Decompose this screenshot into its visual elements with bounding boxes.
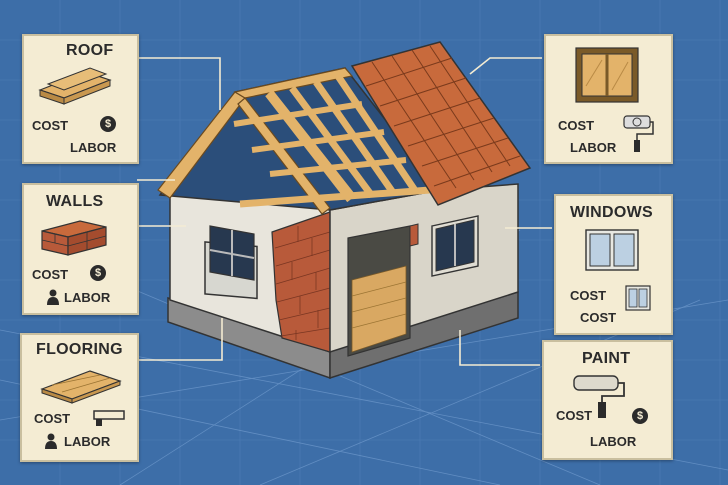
dollar-icon: $ — [632, 408, 648, 424]
walls-labor-label: LABOR — [64, 290, 111, 305]
walls-title: WALLS — [46, 193, 104, 210]
dollar-icon: $ — [90, 265, 106, 281]
windows-card: WINDOWS COST COST — [554, 194, 673, 335]
person-icon — [45, 433, 57, 449]
walls-cost-label: COST — [32, 267, 69, 282]
material-card: COST LABOR — [544, 34, 673, 164]
wood-planks-icon — [38, 67, 112, 105]
floor-planks-icon — [40, 370, 122, 404]
roof-card: ROOF COST $ LABOR — [22, 34, 139, 164]
windows-title: WINDOWS — [570, 204, 653, 221]
material-labor-label: LABOR — [570, 140, 617, 155]
paint-cost-label: COST — [556, 408, 593, 423]
roof-labor-label: LABOR — [70, 140, 117, 155]
paint-card: PAINT COST $ LABOR — [542, 340, 673, 460]
roof-title: ROOF — [66, 42, 114, 59]
roof-cost-label: COST — [32, 118, 69, 133]
flooring-title: FLOORING — [36, 341, 123, 358]
side-wall — [329, 183, 519, 357]
windows-cost-label-2: COST — [580, 310, 617, 325]
paint-roller-icon — [623, 115, 654, 152]
material-cost-label: COST — [558, 118, 595, 133]
bricks-icon — [41, 220, 107, 256]
wood-panel-icon — [575, 47, 639, 103]
paint-labor-label: LABOR — [590, 434, 637, 449]
person-icon — [47, 289, 59, 305]
roof-tiles — [350, 41, 532, 206]
walls-card: WALLS COST $ LABOR — [22, 183, 139, 315]
window-icon — [585, 229, 639, 271]
paint-title: PAINT — [582, 350, 631, 367]
small-window-icon — [625, 285, 651, 311]
flooring-card: FLOORING COST LABOR — [20, 333, 139, 462]
dollar-icon: $ — [100, 116, 116, 132]
flooring-labor-label: LABOR — [64, 434, 111, 449]
paint-roller-icon — [573, 375, 625, 418]
flooring-cost-label: COST — [34, 411, 71, 426]
roof-framing — [157, 67, 442, 215]
windows-cost-label-1: COST — [570, 288, 607, 303]
trowel-icon — [93, 410, 125, 426]
connector-lines — [137, 57, 552, 366]
